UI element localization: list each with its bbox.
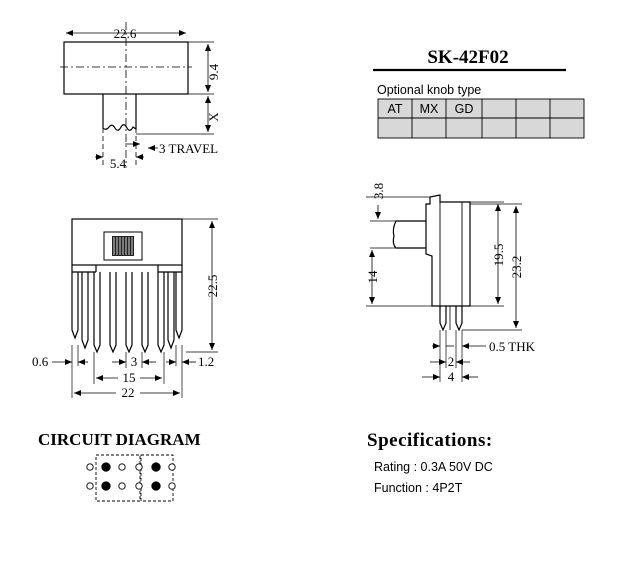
front-height-label: 22.5 <box>205 275 220 298</box>
specs-function: Function : 4P2T <box>374 481 463 495</box>
front-right-leg <box>175 272 183 340</box>
top-knob <box>102 94 137 131</box>
side-thickness-label: 0.5 THK <box>489 339 536 354</box>
front-pin <box>141 272 149 354</box>
specs-rating: Rating : 0.3A 50V DC <box>374 460 493 474</box>
top-view <box>60 22 214 168</box>
side-body-height-label: 19.5 <box>491 244 506 267</box>
front-knob <box>103 231 143 261</box>
front-pin <box>125 272 133 354</box>
knob-types: AT MX GD <box>387 102 473 116</box>
top-knob-width-label: 5.4 <box>110 156 127 171</box>
front-pin <box>157 272 165 354</box>
top-travel-label: 3 TRAVEL <box>159 141 218 156</box>
part-number: SK-42F02 <box>427 47 508 68</box>
front-pin <box>93 272 101 354</box>
circuit-title: CIRCUIT DIAGRAM <box>38 430 201 449</box>
top-knob-length-label: X <box>206 112 221 122</box>
knob-table-title: Optional knob type <box>377 83 481 97</box>
circuit-diagram <box>86 454 176 502</box>
front-left-leg <box>71 272 79 340</box>
front-total-width-label: 22 <box>122 385 135 400</box>
front-pins-span-label: 15 <box>123 370 136 385</box>
side-pin <box>439 306 447 332</box>
top-height-label: 9.4 <box>206 63 221 80</box>
side-knob <box>392 220 426 249</box>
side-pin-height-label: 14 <box>365 270 380 284</box>
specs-title: Specifications: <box>367 430 493 451</box>
knob-table <box>377 98 585 139</box>
front-right-margin-label: 1.2 <box>198 354 214 369</box>
side-body <box>425 194 471 307</box>
knob-type-cell: MX <box>420 102 439 116</box>
knob-type-cell: AT <box>387 102 402 116</box>
side-pin <box>455 306 463 332</box>
front-pin <box>109 272 117 354</box>
front-view <box>52 218 218 398</box>
side-pin-span-label: 4 <box>448 369 455 384</box>
side-knob-height-label: 3.8 <box>371 183 386 199</box>
front-pin-pitch-label: 3 <box>131 354 138 369</box>
side-pin-gap-label: 2 <box>448 354 455 369</box>
front-left-margin-label: 0.6 <box>32 354 49 369</box>
knob-type-cell: GD <box>455 102 474 116</box>
side-view <box>366 194 522 382</box>
side-total-height-label: 23.2 <box>509 256 524 279</box>
top-width-label: 22.6 <box>114 26 137 41</box>
